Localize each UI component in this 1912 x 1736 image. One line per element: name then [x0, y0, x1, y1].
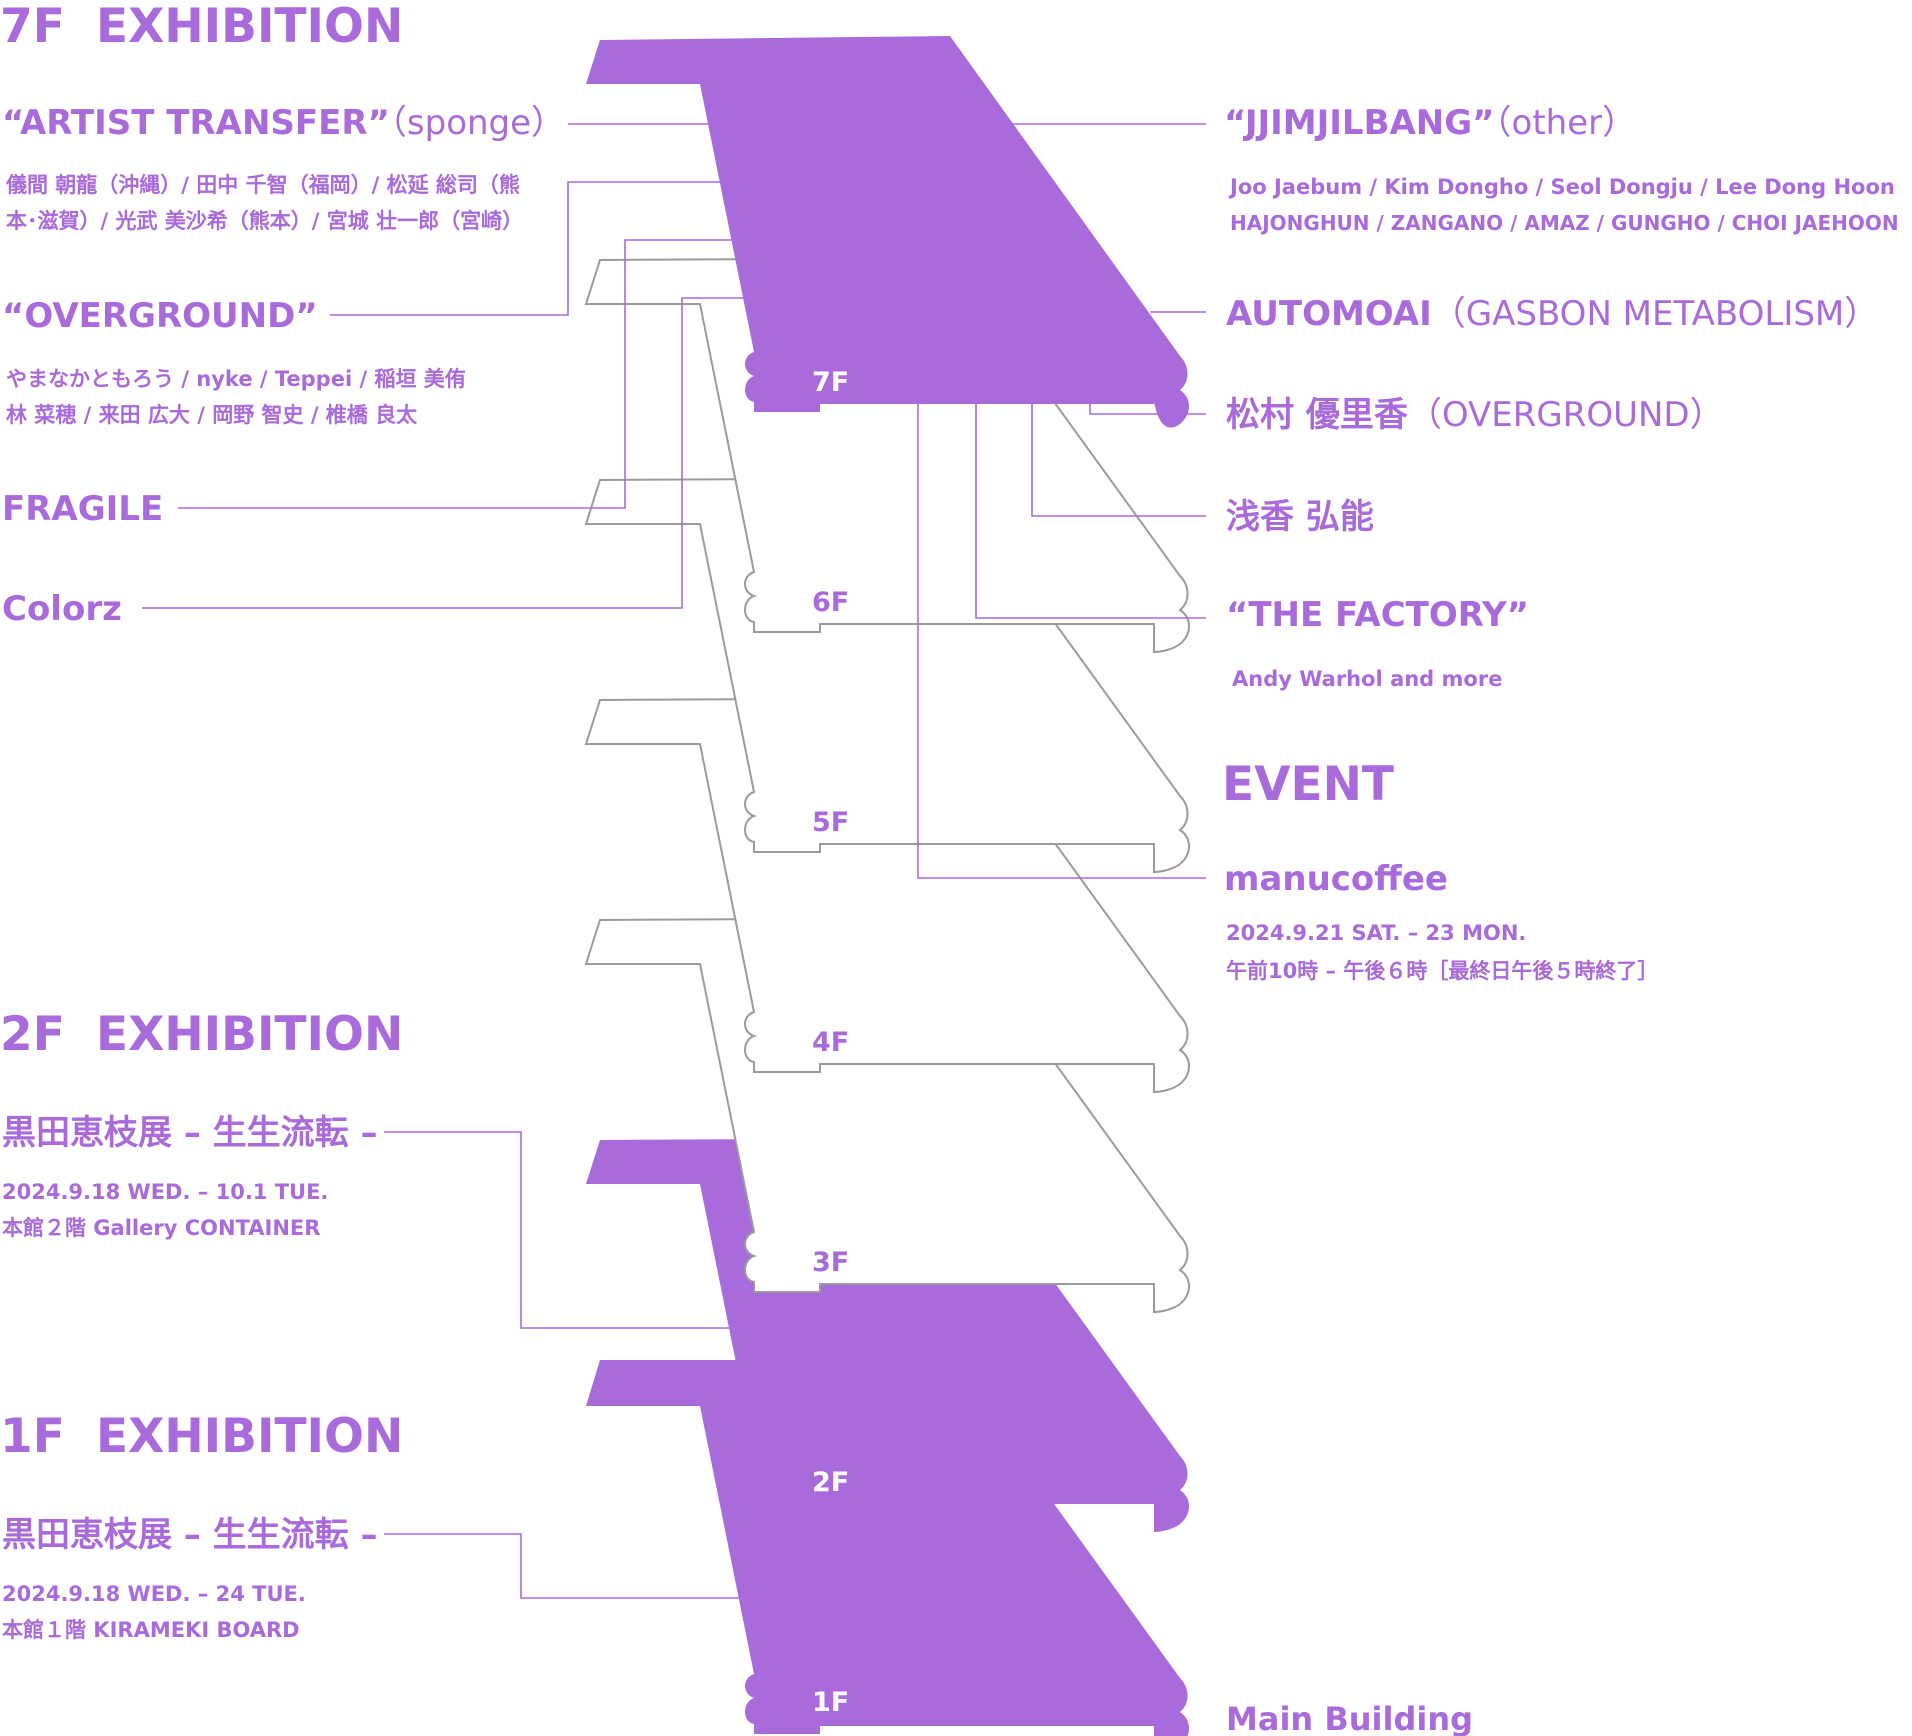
jjimjilbang-sub: （other） [1495, 103, 1637, 143]
leader-lines [142, 123, 1206, 1599]
floor-slab-1f [586, 1360, 1189, 1736]
jjimjilbang-title: “JJIMJILBANG”（other） [1224, 103, 1636, 143]
matsumura-title: 松村 優里香（OVERGROUND） [1226, 395, 1724, 435]
heading-2f-floor: 2F [0, 1007, 65, 1062]
main-building-label: Main Building [1226, 1700, 1473, 1736]
floor-label-5f: 5F [812, 807, 849, 838]
floor-slab-3f [584, 916, 1190, 1314]
artist-transfer-name: “ARTIST TRANSFER” [2, 103, 390, 143]
automoai-sub: （GASBON METABOLISM） [1432, 294, 1879, 334]
automoai-title: AUTOMOAI（GASBON METABOLISM） [1226, 294, 1878, 334]
artist-transfer-sub: （sponge） [390, 103, 565, 143]
right-column: “JJIMJILBANG”（other） Joo Jaebum / Kim Do… [1222, 103, 1899, 1736]
leader-manucoffee [917, 312, 1206, 879]
leader-colorz [142, 297, 806, 609]
floor-slab-6f [584, 256, 1190, 654]
jjimjilbang-line-2: HAJONGHUN / ZANGANO / AMAZ / GUNGHO / CH… [1230, 211, 1899, 235]
floor-label-1f: 1F [812, 1687, 849, 1718]
heading-2f-word: EXHIBITION [96, 1007, 403, 1062]
artist-transfer-line-2: 本･滋賀）/ 光武 美沙希（熊本）/ 宮城 壮一郎（宮崎） [6, 209, 523, 233]
event-date: 2024.9.21 SAT. – 23 MON. [1226, 921, 1526, 945]
heading-7f-floor: 7F [0, 0, 65, 54]
floor-slab-5f [584, 476, 1190, 874]
leader-fragile [178, 239, 823, 509]
jjimjilbang-line-1: Joo Jaebum / Kim Dongho / Seol Dongju / … [1228, 175, 1895, 199]
floor-slab-2f [586, 1138, 1189, 1532]
jjimjilbang-name: “JJIMJILBANG” [1224, 103, 1495, 143]
heading-1f-floor: 1F [0, 1409, 65, 1464]
heading-1f-word: EXHIBITION [96, 1409, 403, 1464]
floor-slab-7f [586, 36, 1189, 428]
leader-factory [975, 328, 1206, 619]
matsumura-sub: （OVERGROUND） [1408, 395, 1724, 435]
matsumura-name: 松村 優里香 [1226, 395, 1408, 435]
heading-7f-word: EXHIBITION [96, 0, 403, 54]
building-stack: 7F 6F 5F 4F 3F 2F 1F [584, 36, 1190, 1736]
floor-label-3f: 3F [812, 1247, 849, 1278]
left-column: 7F EXHIBITION “ARTIST TRANSFER”（sponge） … [0, 0, 565, 1642]
leader-1f [384, 1533, 806, 1599]
leader-asaka [1031, 346, 1206, 517]
1f-exhibit-place: 本館１階 KIRAMEKI BOARD [2, 1618, 300, 1642]
event-heading: EVENT [1222, 757, 1394, 812]
leader-matsumura [1089, 362, 1206, 415]
overground-line-1: やまなかともろう / nyke / Teppei / 稲垣 美侑 [6, 367, 466, 391]
fragile-title: FRAGILE [2, 489, 163, 529]
floor-label-2f: 2F [812, 1467, 849, 1498]
artist-transfer-title: “ARTIST TRANSFER”（sponge） [2, 103, 565, 143]
floor-label-7f: 7F [812, 367, 849, 398]
2f-exhibit-date: 2024.9.18 WED. – 10.1 TUE. [2, 1180, 328, 1204]
2f-exhibit-title: 黒田恵枝展 – 生生流転 – [2, 1113, 378, 1153]
asaka-title: 浅香 弘能 [1226, 497, 1374, 537]
manucoffee-title: manucoffee [1224, 859, 1448, 899]
floor-label-6f: 6F [812, 587, 849, 618]
overground-title: “OVERGROUND” [2, 296, 318, 336]
automoai-name: AUTOMOAI [1226, 294, 1432, 334]
floor-slab-4f [584, 696, 1190, 1094]
factory-line: Andy Warhol and more [1232, 667, 1502, 691]
leader-2f [384, 1131, 840, 1329]
overground-line-2: 林 菜穂 / 来田 広大 / 岡野 智史 / 椎橋 良太 [6, 403, 418, 427]
1f-exhibit-date: 2024.9.18 WED. – 24 TUE. [2, 1582, 306, 1606]
factory-title: “THE FACTORY” [1226, 595, 1529, 635]
colorz-title: Colorz [2, 589, 122, 629]
event-time: 午前10時 – 午後６時［最終日午後５時終了］ [1226, 959, 1658, 983]
artist-transfer-line-1: 儀間 朝龍（沖縄）/ 田中 千智（福岡）/ 松延 総司（熊 [5, 173, 520, 197]
floor-label-4f: 4F [812, 1027, 849, 1058]
leader-overground [330, 181, 840, 316]
1f-exhibit-title: 黒田恵枝展 – 生生流転 – [2, 1515, 378, 1555]
2f-exhibit-place: 本館２階 Gallery CONTAINER [2, 1216, 320, 1240]
